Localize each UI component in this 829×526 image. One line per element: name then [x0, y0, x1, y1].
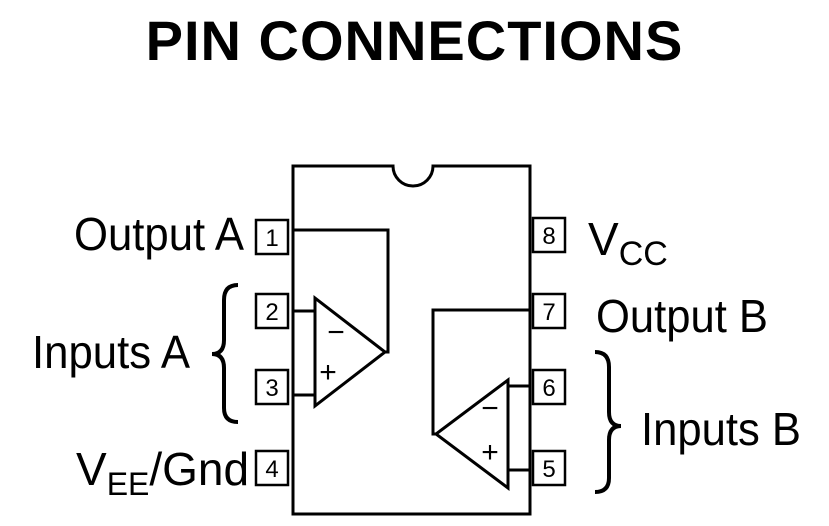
label-inputs-b: Inputs B	[641, 403, 801, 455]
pin-number-3: 3	[265, 375, 278, 402]
label-inputs-a: Inputs A	[32, 326, 190, 378]
brace-inputs-a	[211, 283, 239, 424]
pin-box-7	[531, 292, 567, 330]
pin-number-7: 7	[542, 299, 555, 326]
label-vee-gnd: VEE/Gnd	[76, 443, 249, 502]
label-vcc: VCC	[588, 213, 668, 273]
chip-body	[291, 164, 532, 516]
pin-box-8	[531, 216, 567, 254]
wire-pin7-output-b	[431, 308, 530, 436]
brace-inputs-b	[594, 350, 622, 494]
pin-number-4: 4	[265, 456, 278, 483]
page-title: PIN CONNECTIONS	[145, 9, 684, 72]
pin-number-8: 8	[542, 223, 555, 250]
pin-number-1: 1	[265, 225, 278, 252]
pin-number-2: 2	[265, 299, 278, 326]
opamp-a-minus: −	[327, 316, 345, 349]
label-vee-sub: EE	[107, 466, 150, 502]
pin-box-4	[254, 449, 290, 487]
opamp-b-plus: +	[481, 436, 499, 469]
label-vee-main: V	[76, 443, 107, 495]
pin-box-2	[254, 292, 290, 330]
pin-box-5	[531, 449, 567, 487]
label-output-b: Output B	[596, 290, 768, 342]
pin-box-6	[531, 368, 567, 406]
opamp-a-plus: +	[319, 356, 337, 389]
pin-box-3	[254, 368, 290, 406]
opamp-a	[313, 294, 388, 410]
label-vcc-sub: CC	[619, 235, 668, 273]
wire-pin1-output-a	[293, 228, 390, 354]
label-output-a: Output A	[74, 208, 244, 260]
label-vee-suffix: /Gnd	[149, 443, 249, 495]
label-vcc-main: V	[588, 213, 619, 265]
opamp-b-minus: −	[481, 392, 499, 425]
pin-number-6: 6	[542, 375, 555, 402]
pin-box-1	[254, 218, 290, 256]
pin-number-5: 5	[542, 456, 555, 483]
opamp-b	[433, 377, 510, 491]
